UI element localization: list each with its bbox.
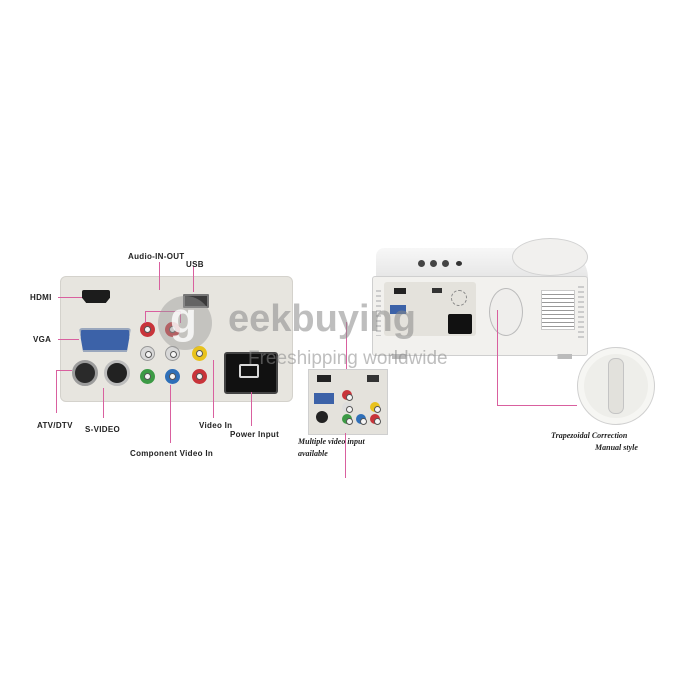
component-rca-green bbox=[140, 369, 155, 384]
zoom-rca-yellow bbox=[370, 402, 381, 413]
zoom-rca-green bbox=[342, 414, 353, 425]
label-video-in: Video In bbox=[199, 421, 233, 430]
fan-grille-icon bbox=[451, 290, 467, 306]
watermark-logo-letter: g bbox=[170, 294, 197, 343]
watermark-brand: eekbuying bbox=[228, 298, 416, 340]
zoom-svideo bbox=[316, 411, 328, 423]
watermark-tagline: Freeshipping worldwide bbox=[248, 348, 448, 369]
label-audio-in-out: Audio-IN-OUT bbox=[128, 252, 185, 261]
vent-left bbox=[376, 290, 381, 336]
label-usb: USB bbox=[186, 260, 204, 269]
mini-usb bbox=[432, 288, 442, 293]
component-rca-blue bbox=[165, 369, 180, 384]
audio-rca-white-out bbox=[165, 346, 180, 361]
label-atv-dtv: ATV/DTV bbox=[37, 421, 73, 430]
audio-rca-red-out bbox=[165, 322, 180, 337]
lens-housing bbox=[512, 238, 588, 276]
mini-vga bbox=[390, 305, 406, 314]
s-video-port bbox=[104, 360, 130, 386]
mini-hdmi bbox=[394, 288, 406, 294]
atv-dtv-port bbox=[72, 360, 98, 386]
zoom-rca-red-2 bbox=[370, 414, 381, 425]
label-trapezoidal-correction: Trapezoidal Correction bbox=[551, 431, 628, 440]
vent-right bbox=[578, 286, 584, 338]
label-hdmi: HDMI bbox=[30, 293, 52, 302]
label-s-video: S-VIDEO bbox=[85, 425, 120, 434]
zoom-usb bbox=[367, 375, 379, 382]
zoom-rca-red bbox=[342, 390, 353, 401]
mini-power bbox=[448, 314, 472, 334]
zoom-vga bbox=[314, 393, 334, 404]
keystone-knob-small bbox=[489, 288, 523, 336]
projector-buttons bbox=[418, 260, 462, 268]
zoom-rca-white bbox=[342, 402, 353, 413]
spec-label-sticker bbox=[541, 290, 575, 330]
label-multiple-video-input: Multiple video input bbox=[298, 437, 365, 446]
label-power-input: Power Input bbox=[230, 430, 280, 439]
projector-feet bbox=[392, 354, 572, 359]
label-manual-style: Manual style bbox=[595, 443, 638, 452]
vga-port bbox=[79, 328, 131, 352]
usb-port bbox=[183, 294, 209, 308]
watermark-logo-icon bbox=[158, 296, 212, 350]
component-rca-red bbox=[192, 369, 207, 384]
label-available: available bbox=[298, 449, 328, 458]
audio-rca-red bbox=[140, 322, 155, 337]
label-vga: VGA bbox=[33, 335, 52, 344]
video-in-rca-yellow bbox=[192, 346, 207, 361]
zoom-rca-blue bbox=[356, 414, 367, 425]
zoom-hdmi bbox=[317, 375, 331, 382]
knob-grip bbox=[608, 358, 624, 414]
power-input-socket bbox=[224, 352, 278, 394]
audio-rca-white bbox=[140, 346, 155, 361]
power-pins bbox=[239, 364, 259, 378]
label-component-video-in: Component Video In bbox=[130, 449, 214, 458]
hdmi-port bbox=[82, 290, 110, 303]
